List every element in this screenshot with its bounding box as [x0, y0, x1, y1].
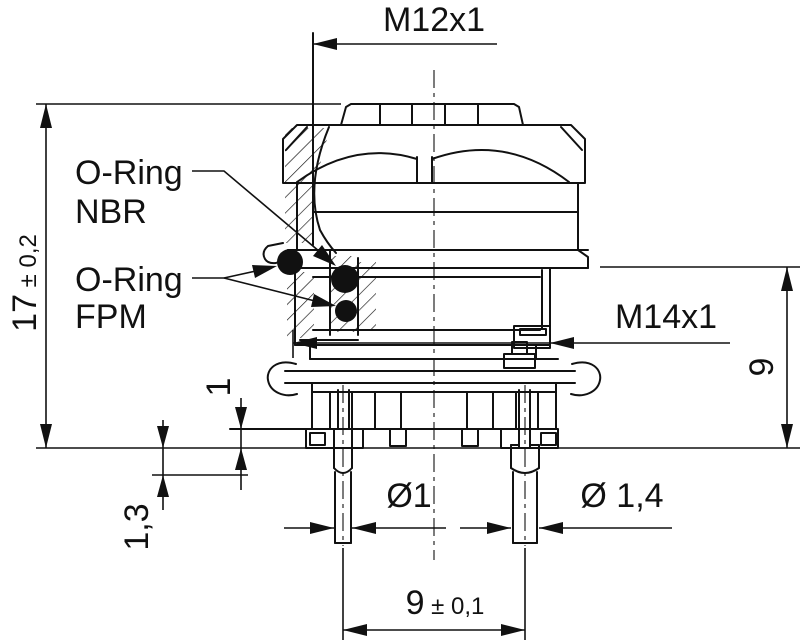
label-oring-nbr-line2: NBR	[75, 193, 147, 231]
label-oring-fpm-line1: O-Ring	[75, 261, 183, 299]
oring-fpm-left-section	[277, 249, 303, 275]
dim-flange-height: 9	[743, 358, 781, 377]
oring-groove-lip	[262, 242, 284, 265]
label-thread-m14: M14x1	[615, 298, 717, 336]
hex-nut-outline	[282, 124, 586, 184]
dim-total-height: 17 ± 0,2	[6, 234, 44, 332]
top-tabs-outline	[340, 103, 524, 126]
label-oring-nbr-line1: O-Ring	[75, 154, 183, 192]
dim-pin-step: 1,3	[118, 503, 156, 550]
orings	[277, 249, 359, 322]
dimension-lines	[36, 38, 800, 640]
oring-nbr-section	[331, 265, 359, 293]
dim-pin-dia-large: Ø 1,4	[580, 477, 663, 515]
dim-pin-spacing: 9 ± 0,1	[406, 584, 485, 622]
drawing-labels: M12x1 M14x1 O-Ring NBR O-Ring FPM 17 ± 0…	[6, 1, 781, 622]
dim-standoff: 1	[200, 378, 238, 397]
oring-fpm-lower-section	[335, 300, 357, 322]
label-thread-m12: M12x1	[383, 1, 485, 39]
right-spring-clip	[570, 361, 602, 397]
dim-pin-dia-small: Ø1	[386, 477, 431, 515]
centerlines	[342, 70, 526, 560]
left-spring-clip	[266, 361, 298, 397]
label-oring-fpm-line2: FPM	[75, 298, 147, 336]
connector-body	[229, 32, 602, 544]
